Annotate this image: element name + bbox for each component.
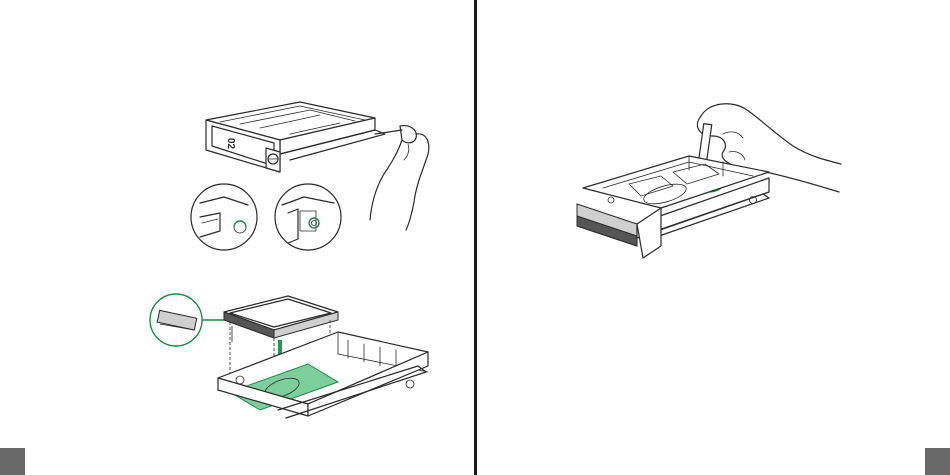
drive-install-illustration [148, 292, 448, 462]
right-page [477, 0, 950, 475]
tray-label-02: 02 [225, 138, 236, 150]
tray-detail-right [274, 183, 344, 253]
page-tab-left [0, 448, 25, 475]
left-page: 02 [0, 0, 474, 475]
screw-install-illustration [573, 96, 853, 276]
page-tab-right [925, 448, 950, 475]
tray-detail-left [190, 183, 260, 253]
